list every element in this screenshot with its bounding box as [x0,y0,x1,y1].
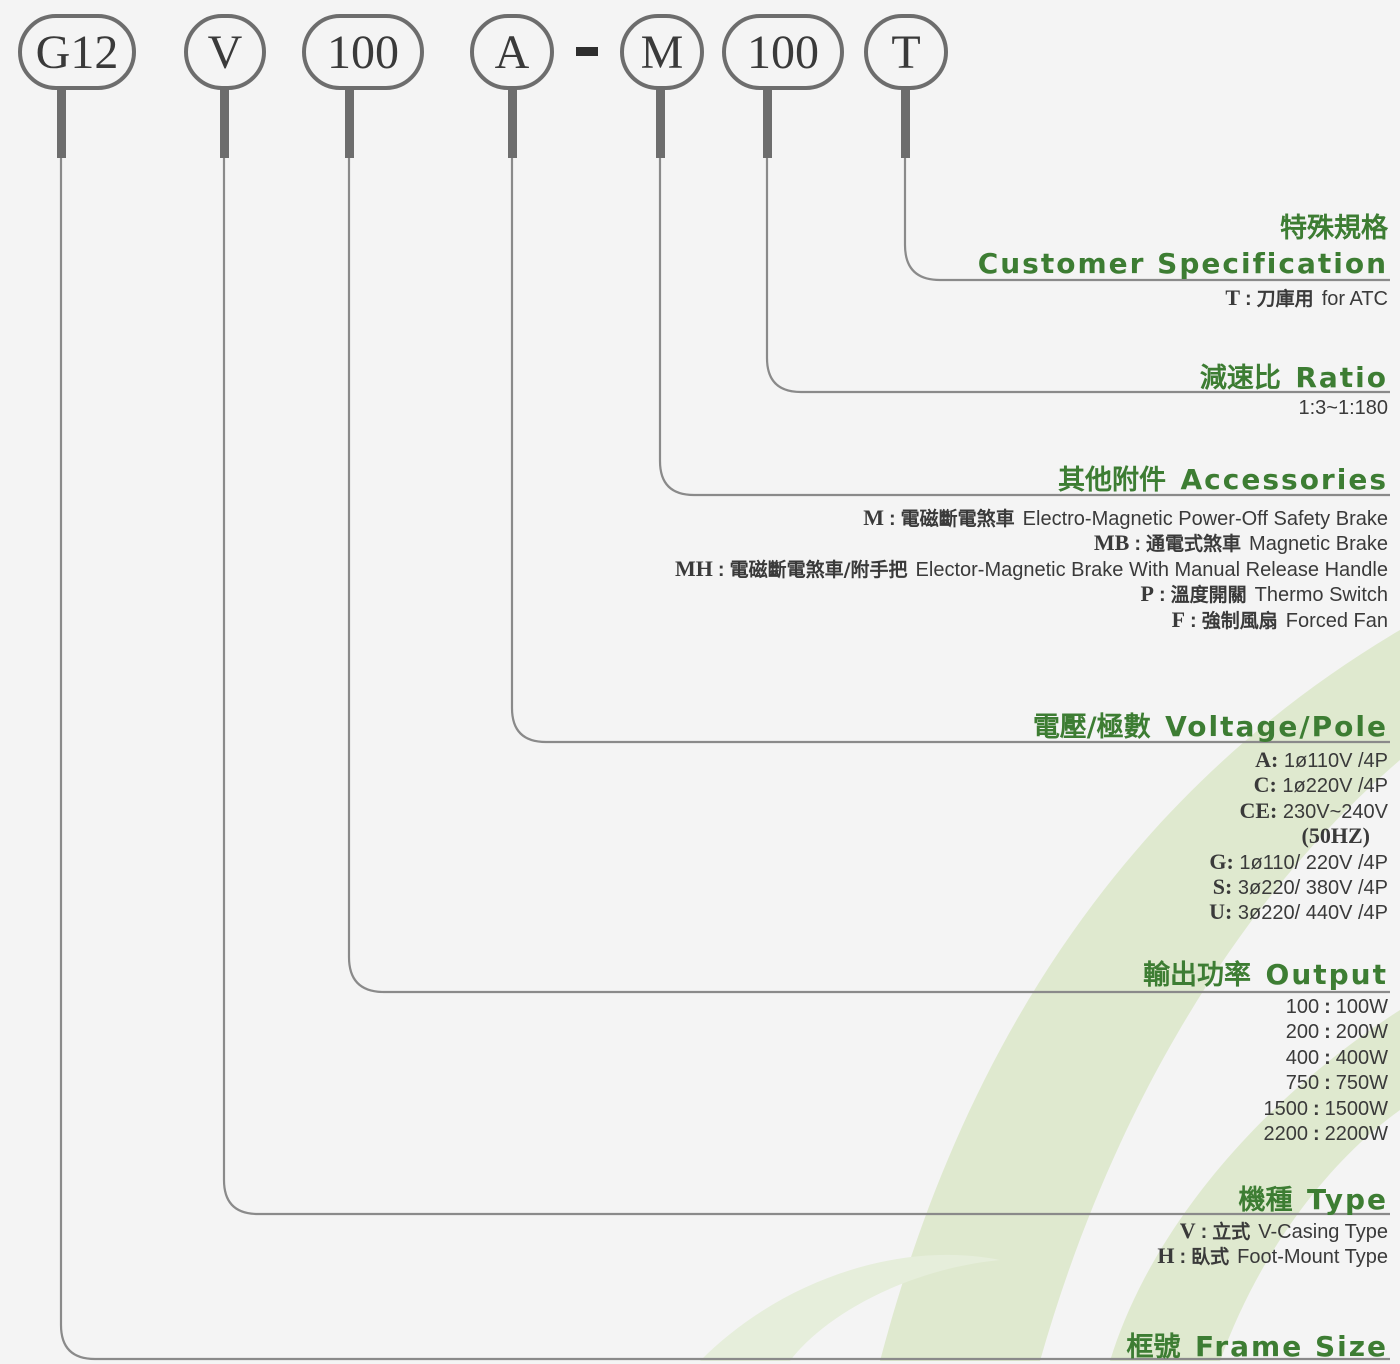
option-row: 400:400W [1285,1046,1388,1069]
output-title: 輸出功率 Output [1143,953,1388,992]
option-row: 100:100W [1285,996,1388,1018]
ratio-options: 1:3~1:180 [1298,396,1388,421]
code-customer-spec: T [864,14,948,90]
customer-spec-title: 特殊規格 Customer Specification [978,206,1388,280]
accessories-title: 其他附件 Accessories [1058,458,1388,497]
code-type: V [184,14,266,90]
option-row: 200:200W [1285,1021,1388,1044]
code-separator-dash [576,47,598,56]
customer-spec-title-zh: 特殊規格 [1280,213,1388,244]
accessories-title-zh: 其他附件 [1058,465,1167,496]
option-row: 2200:2200W [1263,1122,1388,1145]
code-accessories: M [620,14,704,90]
option-row: C: 1ø220V /4P [1253,772,1388,798]
option-row: S: 3ø220/ 380V /4P [1212,873,1388,899]
accessories-title-en: Accessories [1180,463,1388,496]
output-options: 100:100W 200:200W 400:400W 750:750W 1500… [1263,995,1388,1147]
ratio-title: 減速比 Ratio [1200,356,1388,395]
option-row: 1500:1500W [1263,1097,1388,1120]
voltage-pole-title: 電壓/極數 Voltage/Pole [1033,705,1388,744]
frame-size-title: 框號 Frame Size [1127,1325,1388,1364]
code-frame-size: G12 [18,14,136,90]
type-title: 機種 Type [1238,1178,1388,1217]
type-title-en: Type [1306,1183,1388,1216]
code-output: 100 [302,14,424,90]
option-row: U: 3ø220/ 440V /4P [1209,899,1388,925]
ratio-value: 1:3~1:180 [1298,397,1388,419]
voltage-pole-title-en: Voltage/Pole [1165,710,1388,743]
output-title-zh: 輸出功率 [1143,960,1252,991]
voltage-pole-options: A: 1ø110V /4P C: 1ø220V /4P CE: 230V~240… [1209,747,1388,925]
code-ratio: 100 [722,14,844,90]
option-row: CE: 230V~240V [1239,797,1388,823]
code-voltage: A [470,14,554,90]
option-row: 750:750W [1285,1072,1388,1095]
type-title-zh: 機種 [1238,1185,1293,1216]
voltage-pole-title-zh: 電壓/極數 [1032,712,1151,743]
option-row: A: 1ø110V /4P [1255,747,1388,772]
output-title-en: Output [1265,958,1388,991]
customer-spec-title-en: Customer Specification [977,247,1388,280]
ratio-title-zh: 減速比 [1199,363,1281,394]
frame-size-title-zh: 框號 [1126,1332,1181,1363]
frame-size-title-en: Frame Size [1194,1330,1388,1363]
option-row: G: 1ø110/ 220V /4P [1209,848,1388,874]
ratio-title-en: Ratio [1295,361,1388,394]
option-note: (50HZ) [1301,823,1370,849]
